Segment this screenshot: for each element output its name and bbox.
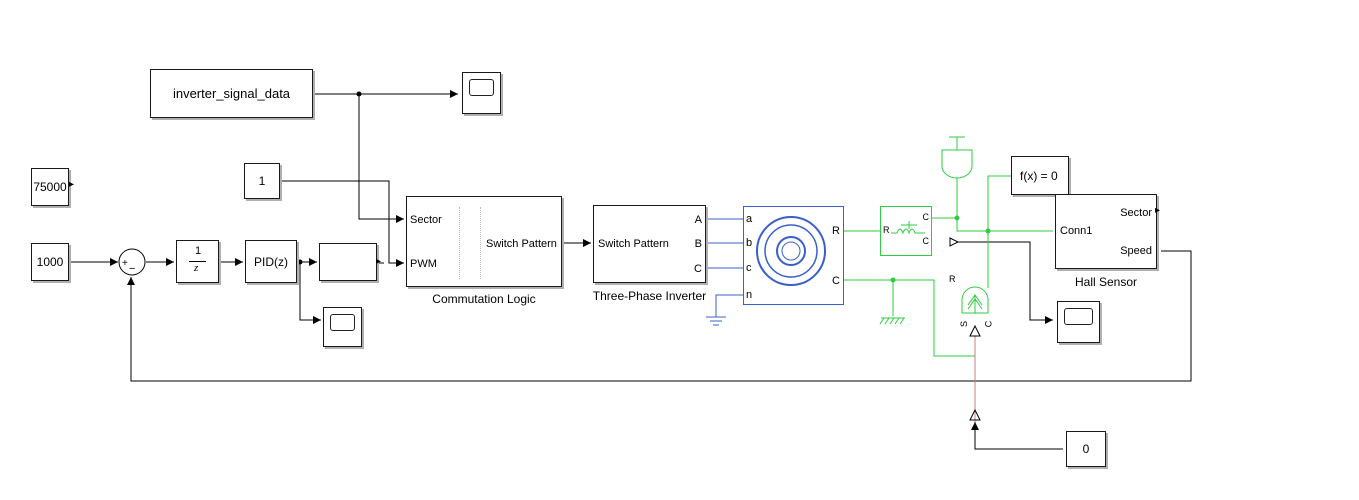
scope-3[interactable] [1057, 301, 1100, 343]
port-c-out-motor: C [832, 275, 840, 287]
inverter-signal-label: inverter_signal_data [172, 86, 291, 101]
const-1000-block[interactable]: 1000 [31, 243, 69, 281]
line-const0-to-ps[interactable] [971, 422, 1063, 450]
pid-label: PID(z) [254, 254, 288, 269]
port-r-torque: R [949, 274, 956, 284]
hall-sensor-block[interactable]: Conn1 Sector Speed [1055, 194, 1157, 269]
scope-2[interactable] [323, 307, 362, 347]
commutation-caption: Commutation Logic [432, 292, 536, 306]
line-neutral[interactable] [715, 294, 743, 317]
port-c: C [694, 263, 702, 275]
scope-screen-icon [330, 314, 355, 331]
port-conn1: Conn1 [1060, 225, 1093, 237]
motor-icon [756, 216, 826, 286]
speed-sensor-block[interactable]: R C C [880, 206, 932, 256]
scope-1[interactable] [462, 72, 501, 114]
port-r-sensor: R [883, 225, 890, 235]
pwm-generator-block[interactable] [319, 243, 377, 281]
torque-source-icon [961, 286, 989, 314]
port-sector: Sector [410, 214, 442, 226]
zoh-denominator: z [194, 262, 199, 274]
port-c-motor: c [746, 262, 752, 274]
line-speed-to-scope[interactable] [958, 241, 1053, 324]
port-pwm: PWM [410, 258, 437, 270]
port-b: B [694, 238, 702, 250]
port-c-sensor: C [922, 236, 930, 246]
port-switch-pattern-in: Switch Pattern [598, 238, 669, 250]
port-r-motor: R [832, 225, 840, 237]
logic-icon [459, 207, 481, 279]
hall-caption: Hall Sensor [1074, 275, 1138, 289]
mechanical-ground-icon [879, 317, 905, 325]
port-c-torque: C [983, 320, 994, 328]
inverter-signal-data-block[interactable]: inverter_signal_data [150, 69, 313, 118]
mechanical-lines [844, 175, 1053, 357]
inverter-caption: Three-Phase Inverter [592, 289, 707, 303]
zoh-numerator: 1 [195, 245, 202, 257]
port-speed: Speed [1120, 245, 1152, 257]
sum-plus: + [122, 258, 128, 269]
port-s-torque: S [959, 320, 970, 328]
physical-signal-lines [969, 324, 981, 422]
const-1-block[interactable]: 1 [244, 163, 280, 199]
commutation-logic-block[interactable]: Sector PWM Switch Pattern [406, 196, 562, 287]
goto-arrow-icon: ▸ [69, 179, 75, 190]
line-pid-to-scope[interactable] [299, 262, 321, 324]
hall-out-arrow-icon: ▸ [1155, 205, 1161, 216]
pid-block[interactable]: PID(z) [245, 240, 297, 283]
solver-config-block[interactable]: f(x) = 0 [1011, 156, 1069, 195]
signal-lines [69, 90, 1192, 450]
line-const1-to-pwm[interactable] [280, 180, 404, 267]
port-a-motor: a [746, 213, 753, 225]
line-to-fx[interactable] [987, 175, 1011, 231]
bldc-motor-block[interactable]: a b c n R C [743, 206, 844, 305]
sensor-output-icon [949, 237, 960, 247]
line-speed-feedback[interactable] [127, 250, 1192, 382]
port-b-motor: b [746, 237, 753, 249]
zoh-block[interactable]: 1 z [176, 240, 219, 283]
sum-block[interactable] [118, 248, 146, 276]
line-motor-c[interactable] [844, 279, 976, 357]
sum-minus: − [129, 263, 135, 275]
electrical-ground-icon [706, 316, 726, 326]
zoh-fraction-bar [189, 261, 206, 262]
port-n-motor: n [746, 289, 753, 301]
line-to-sector[interactable] [358, 94, 404, 223]
const-0-block[interactable]: 0 [1066, 431, 1106, 467]
port-a: A [694, 214, 702, 226]
const-1000-label: 1000 [36, 255, 64, 269]
line-to-hall[interactable] [956, 218, 1053, 232]
three-phase-inverter-block[interactable]: Switch Pattern A B C [593, 205, 706, 283]
port-sector-out: Sector [1120, 207, 1152, 219]
port-c-sensor-top: C [922, 212, 930, 222]
scope-screen-icon [469, 79, 494, 96]
sensor-spring-icon [891, 221, 925, 235]
inertia-icon [941, 136, 973, 179]
scope-screen-icon [1064, 308, 1093, 325]
electrical-lines [706, 218, 743, 317]
pwm-out-arrow-icon: ▸ [376, 256, 382, 267]
port-switch-pattern: Switch Pattern [486, 238, 557, 250]
const-0-label: 0 [1082, 442, 1090, 456]
line-inertia[interactable] [932, 178, 958, 219]
const-75000-block[interactable]: 75000 [31, 168, 69, 206]
const-1-label: 1 [258, 174, 266, 188]
fx-label: f(x) = 0 [1020, 169, 1058, 183]
const-75000-label: 75000 [33, 180, 67, 194]
